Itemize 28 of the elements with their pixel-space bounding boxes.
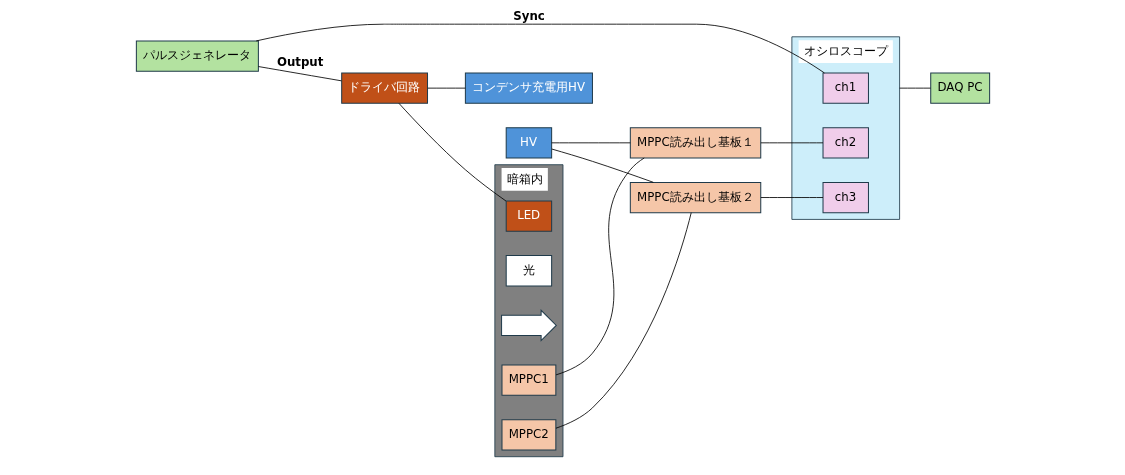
connector: [398, 102, 506, 202]
connector: [551, 148, 654, 183]
node-box: パルスジェネレータ: [135, 40, 259, 72]
connector: [555, 212, 692, 429]
connector: [255, 23, 825, 74]
node-box: ch3: [822, 181, 869, 214]
node-box: 光: [505, 255, 552, 287]
connector: [759, 197, 823, 198]
connector: [550, 142, 631, 144]
edge-label: Output: [276, 55, 323, 70]
node-box: MPPC2: [501, 419, 556, 451]
node-box: MPPC1: [501, 364, 556, 396]
node-box: HV: [505, 127, 552, 159]
connector: [426, 87, 466, 89]
connector: [257, 66, 342, 82]
connector: [898, 87, 931, 89]
node-box: DAQ PC: [929, 72, 990, 104]
node-box: ch1: [822, 72, 869, 104]
connector: [555, 157, 645, 376]
node-box: コンデンサ充電用HV: [464, 72, 593, 104]
node-box: ch2: [822, 127, 869, 159]
node-box: LED: [505, 200, 552, 232]
edge-label: Sync: [512, 9, 545, 24]
node-arrow: [500, 309, 557, 342]
node-box: ドライバ回路: [340, 72, 428, 104]
connector: [759, 142, 823, 144]
node-box: MPPC読み出し基板２: [629, 181, 761, 214]
node-box: MPPC読み出し基板１: [629, 127, 761, 159]
